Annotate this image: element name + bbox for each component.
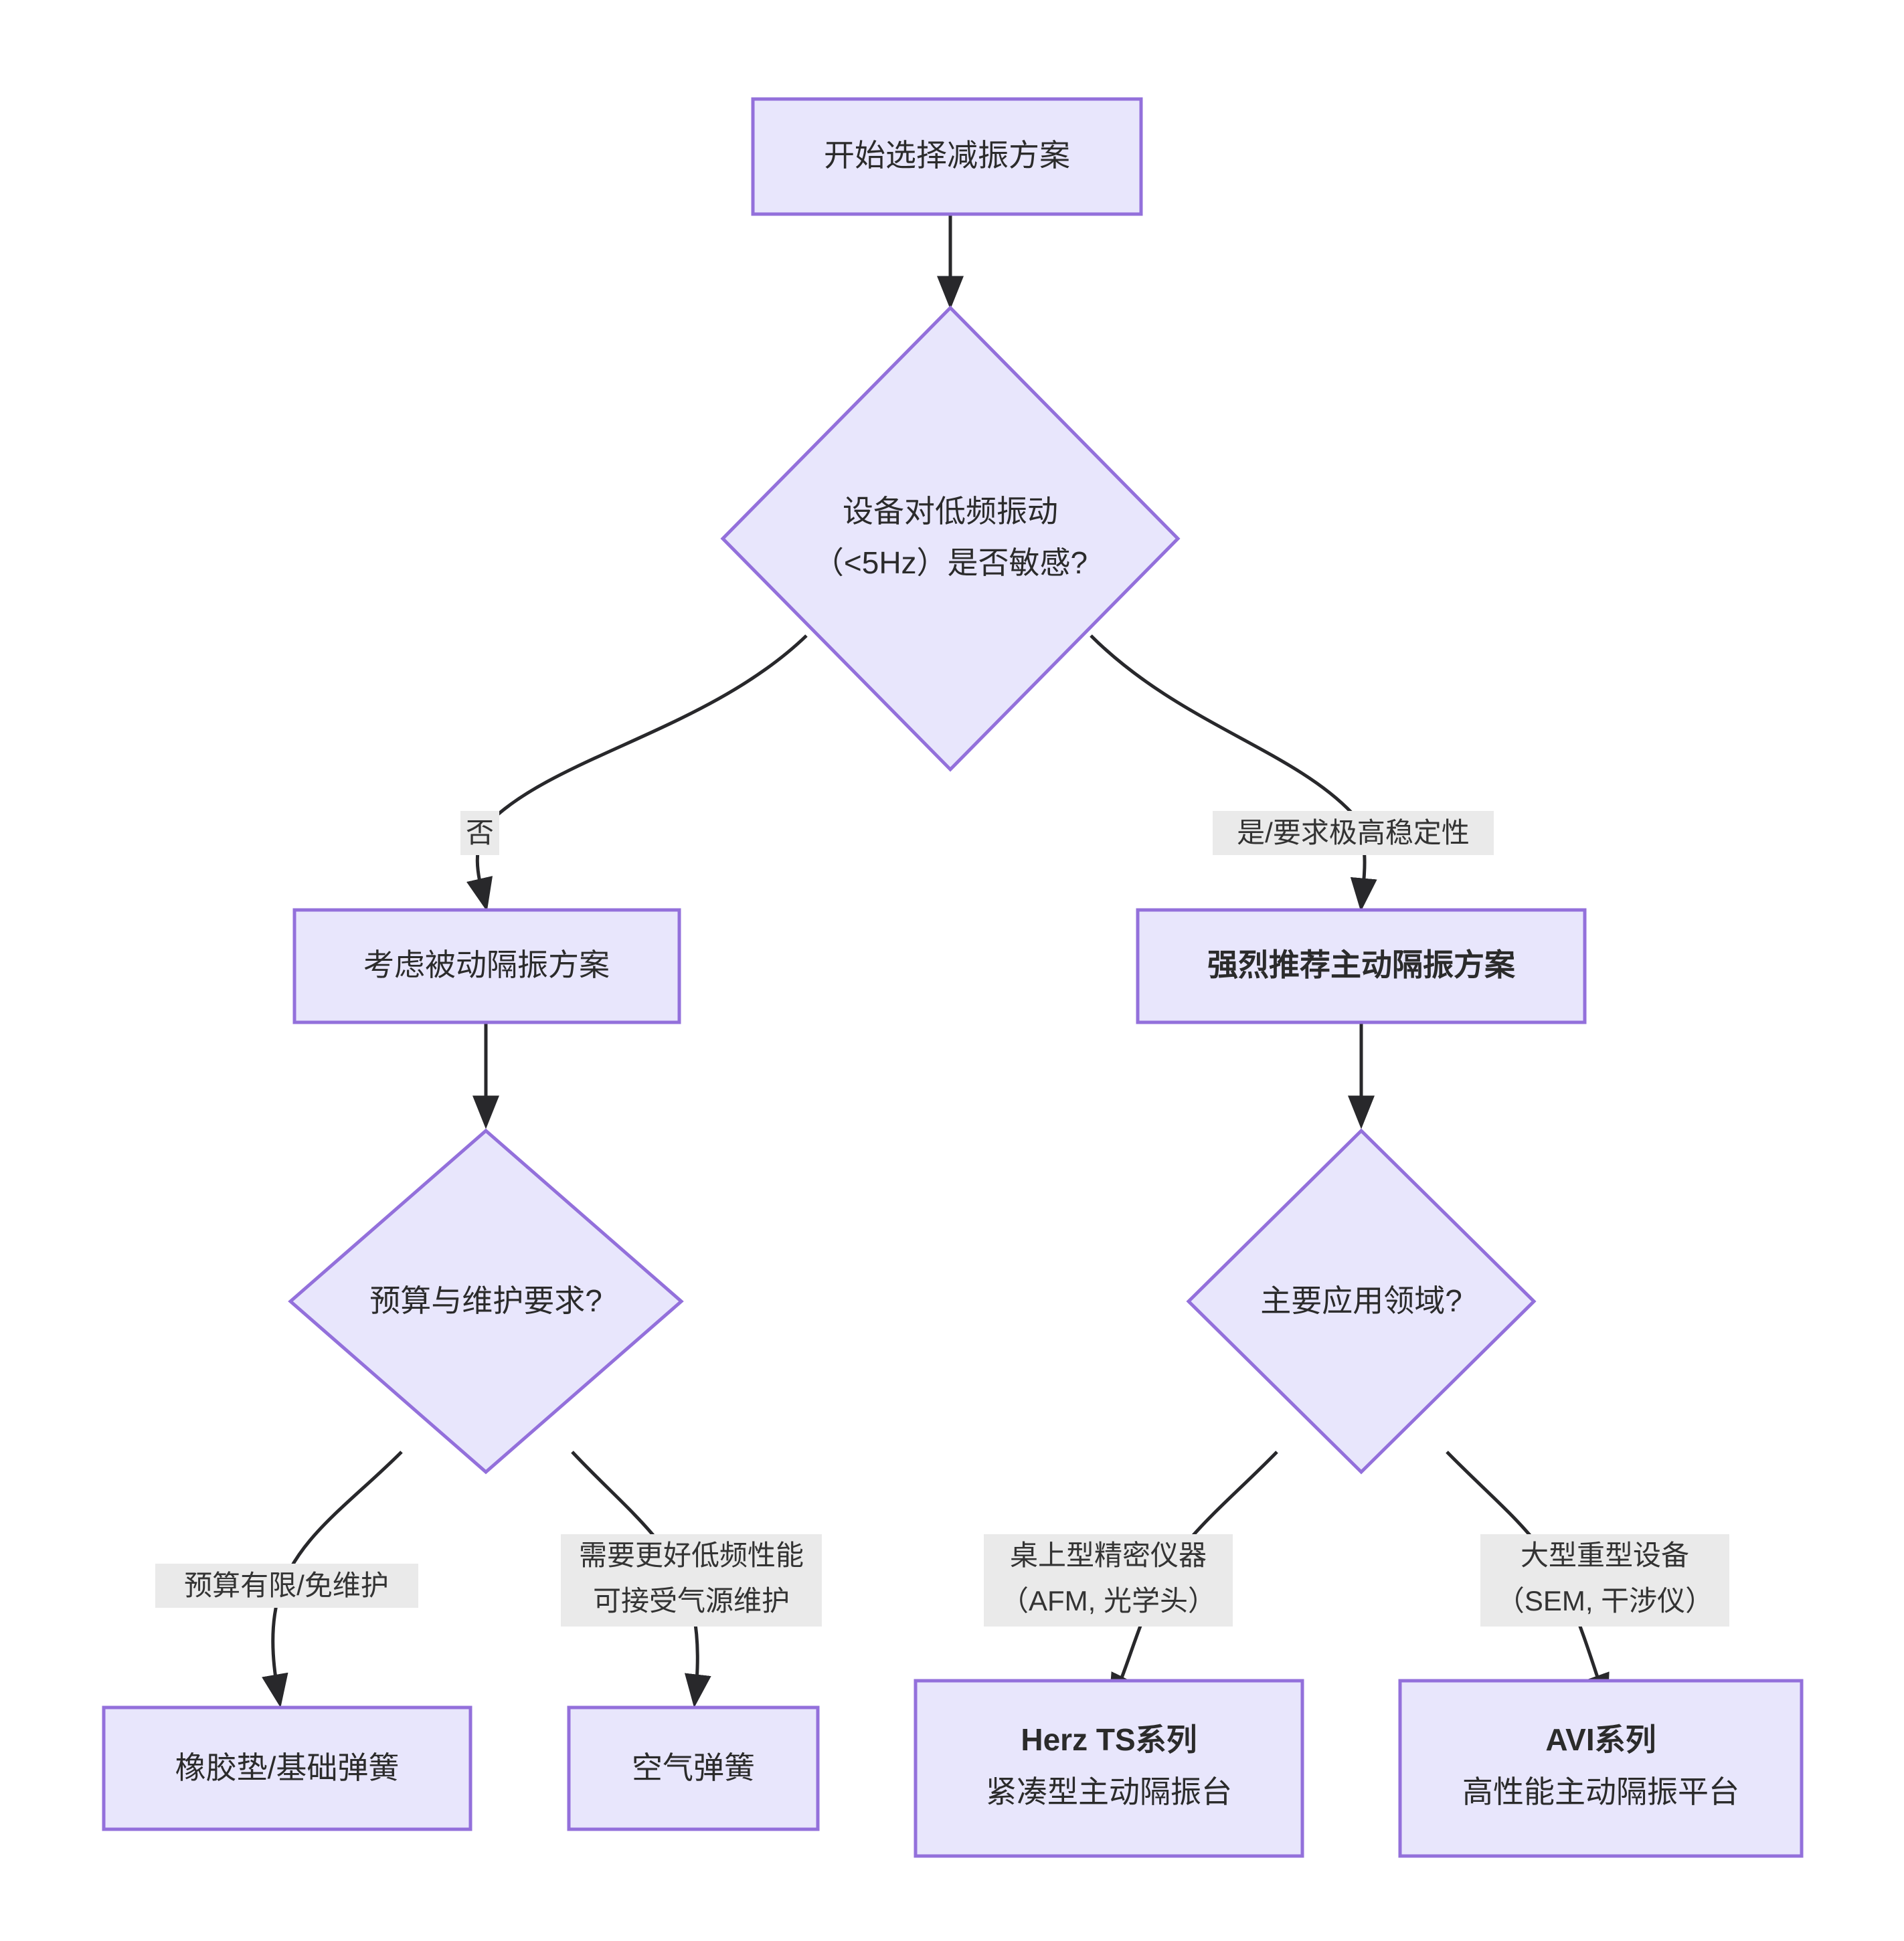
node-avi[interactable]: AVI系列 高性能主动隔振平台 xyxy=(1398,1679,1804,1858)
edge-decision-to-active xyxy=(1090,634,1377,912)
edge-label-no-text: 否 xyxy=(466,817,494,848)
node-passive-label: 考虑被动隔振方案 xyxy=(363,947,610,982)
node-air-spring-label: 空气弹簧 xyxy=(632,1750,755,1785)
edge-label-budget-limited: 预算有限/免维护 xyxy=(155,1564,418,1608)
edge-label-heavy-equipment: 大型重型设备 （SEM, 干涉仪） xyxy=(1480,1534,1729,1627)
edge-label-budget-limited-bg xyxy=(155,1564,418,1608)
node-decision-low-freq[interactable]: 设备对低频振动 （<5Hz）是否敏感? xyxy=(720,305,1181,772)
node-rubber-shape xyxy=(102,1705,472,1831)
node-active-label: 强烈推荐主动隔振方案 xyxy=(1207,947,1516,982)
node-herz-ts-line2: 紧凑型主动隔振台 xyxy=(986,1774,1232,1809)
edge-label-yes-bg xyxy=(1213,811,1494,855)
node-start-shape xyxy=(751,97,1143,216)
node-decision-application-label: 主要应用领域? xyxy=(1260,1283,1462,1318)
node-active-shape xyxy=(1136,908,1587,1024)
edge-label-heavy-equipment-line1: 大型重型设备 xyxy=(1521,1540,1689,1571)
edge-label-better-low-freq-line2: 可接受气源维护 xyxy=(593,1585,790,1616)
edge-label-yes: 是/要求极高稳定性 xyxy=(1213,811,1494,855)
node-air-spring-shape xyxy=(567,1705,820,1831)
node-active[interactable]: 强烈推荐主动隔振方案 xyxy=(1136,908,1587,1024)
edge-label-budget-limited-text: 预算有限/免维护 xyxy=(184,1570,389,1601)
edge-label-heavy-equipment-line2: （SEM, 干涉仪） xyxy=(1496,1585,1713,1616)
node-air-spring[interactable]: 空气弹簧 xyxy=(567,1705,820,1831)
node-rubber[interactable]: 橡胶垫/基础弹簧 xyxy=(102,1705,472,1831)
node-decision-low-freq-line2: （<5Hz）是否敏感? xyxy=(813,545,1088,580)
node-decision-low-freq-line1: 设备对低频振动 xyxy=(843,494,1058,529)
node-decision-application[interactable]: 主要应用领域? xyxy=(1186,1128,1537,1475)
edge-label-no: 否 xyxy=(460,811,499,855)
edge-label-no-bg xyxy=(460,811,499,855)
node-avi-line2: 高性能主动隔振平台 xyxy=(1462,1774,1739,1809)
node-herz-ts-line1: Herz TS系列 xyxy=(1021,1722,1197,1757)
edge-label-desktop-instrument-bg xyxy=(984,1534,1233,1627)
node-passive-shape xyxy=(292,908,681,1024)
node-start[interactable]: 开始选择减振方案 xyxy=(751,97,1143,216)
node-herz-ts-shape xyxy=(914,1679,1304,1858)
edge-label-better-low-freq-bg xyxy=(561,1534,822,1627)
edge-decision-to-passive xyxy=(466,634,808,912)
node-decision-application-shape xyxy=(1186,1128,1537,1475)
edge-label-better-low-freq-line1: 需要更好低频性能 xyxy=(579,1540,804,1571)
node-decision-budget-label: 预算与维护要求? xyxy=(369,1283,602,1318)
node-decision-low-freq-shape xyxy=(720,305,1181,772)
node-rubber-label: 橡胶垫/基础弹簧 xyxy=(175,1750,400,1785)
edge-label-desktop-instrument-line2: （AFM, 光学头） xyxy=(1001,1585,1216,1616)
node-decision-budget[interactable]: 预算与维护要求? xyxy=(288,1128,684,1475)
node-passive[interactable]: 考虑被动隔振方案 xyxy=(292,908,681,1024)
node-avi-line1: AVI系列 xyxy=(1545,1722,1656,1757)
edge-label-heavy-equipment-bg xyxy=(1480,1534,1729,1627)
edge-label-better-low-freq: 需要更好低频性能 可接受气源维护 xyxy=(561,1534,822,1627)
edge-label-desktop-instrument-line1: 桌上型精密仪器 xyxy=(1010,1540,1207,1571)
edge-label-yes-text: 是/要求极高稳定性 xyxy=(1237,817,1470,848)
node-herz-ts[interactable]: Herz TS系列 紧凑型主动隔振台 xyxy=(914,1679,1304,1858)
node-decision-budget-shape xyxy=(288,1128,684,1475)
node-avi-shape xyxy=(1398,1679,1804,1858)
edge-label-desktop-instrument: 桌上型精密仪器 （AFM, 光学头） xyxy=(984,1534,1233,1627)
node-start-label: 开始选择减振方案 xyxy=(824,138,1070,173)
